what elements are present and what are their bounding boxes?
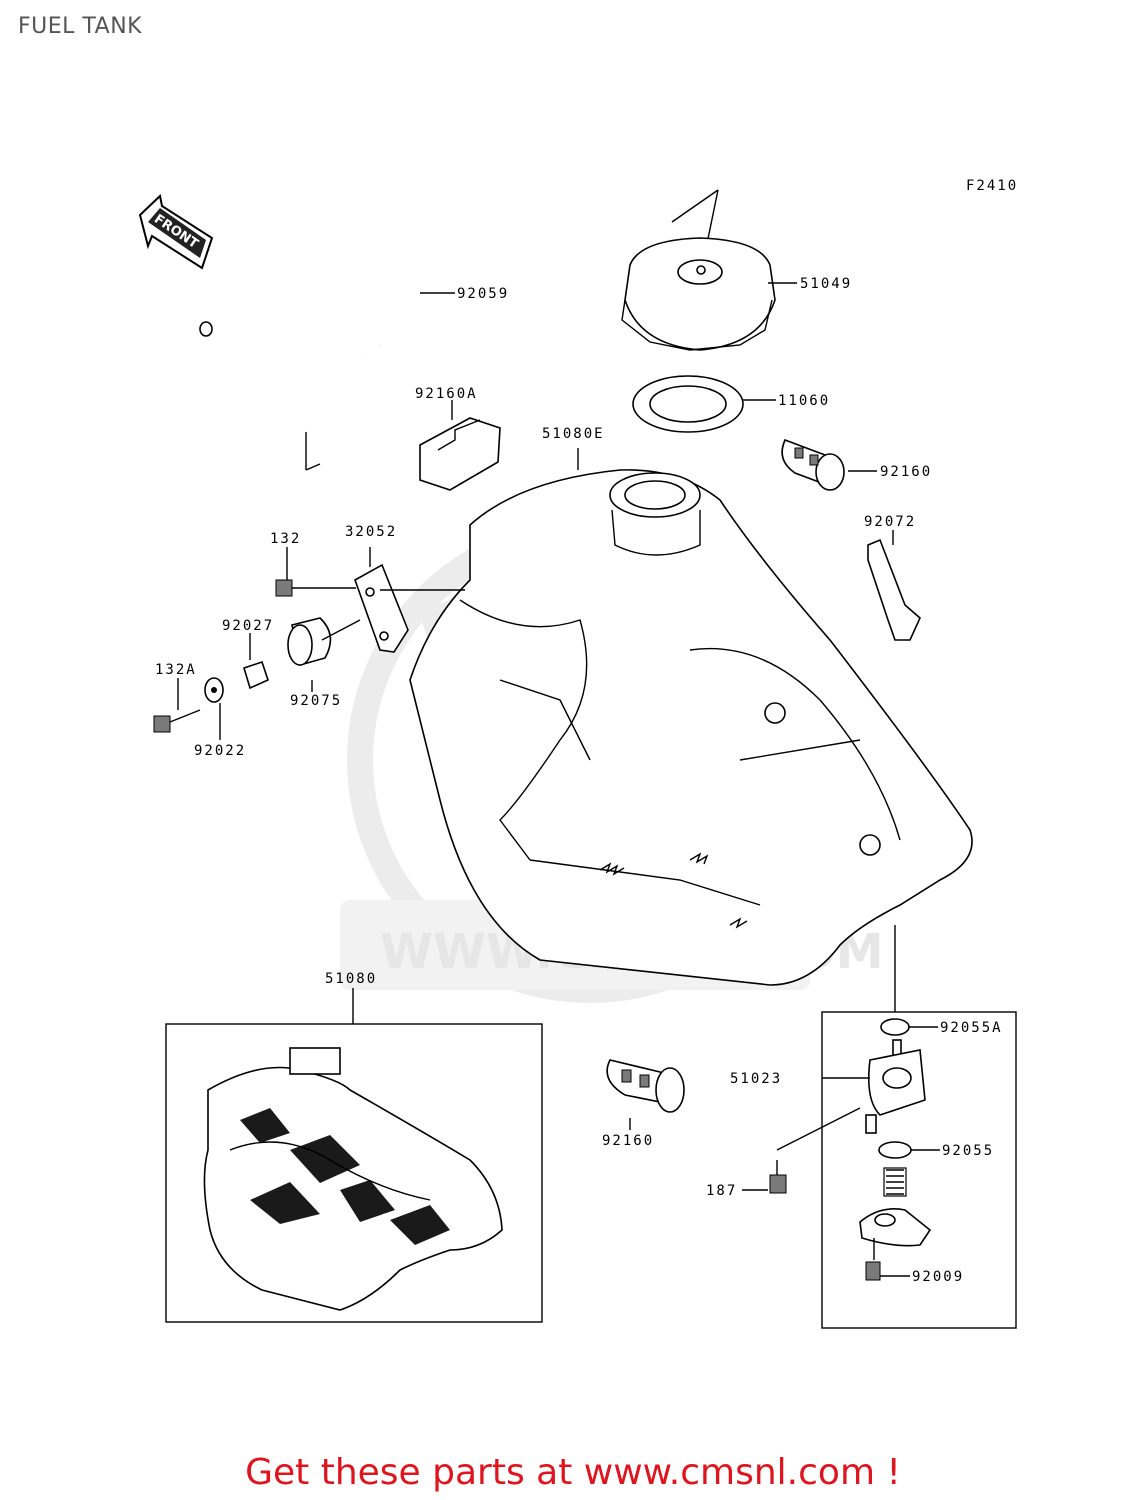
- damper-block: [419, 417, 501, 491]
- strainer-top: [781, 438, 845, 491]
- label-92075: 92075: [290, 693, 342, 709]
- label-51023: 51023: [730, 1071, 782, 1087]
- bolt-132: [275, 547, 356, 597]
- label-132: 132: [270, 531, 301, 547]
- label-11060: 11060: [778, 393, 830, 409]
- fuel-cock: [742, 1018, 940, 1281]
- label-51080E: 51080E: [542, 426, 605, 442]
- fuel-tank-inset: [203, 1047, 503, 1311]
- label-92160-bottom: 92160: [602, 1133, 654, 1149]
- breather-hose: [199, 251, 425, 471]
- label-51080: 51080: [325, 971, 377, 987]
- label-92022: 92022: [194, 743, 246, 759]
- label-92055: 92055: [942, 1143, 994, 1159]
- cap-gasket: [632, 375, 744, 433]
- label-92009: 92009: [912, 1269, 964, 1285]
- label-51049: 51049: [800, 276, 852, 292]
- tank-bracket: [354, 547, 465, 653]
- label-92027: 92027: [222, 618, 274, 634]
- strainer-bottom: [606, 1059, 685, 1130]
- label-187: 187: [706, 1183, 737, 1199]
- shop-link[interactable]: Get these parts at www.cmsnl.com !: [245, 1452, 901, 1493]
- front-arrow-icon: FRONT: [138, 194, 214, 270]
- label-92160-top: 92160: [880, 464, 932, 480]
- fuel-tank-diagram: WWW.CMSNL.COM F2410 FRONT 92059 51049 11…: [138, 178, 1018, 1329]
- tank-inset-box: [165, 1023, 543, 1323]
- page-title: FUEL TANK: [18, 14, 143, 39]
- grommet: [287, 617, 361, 692]
- label-92160A: 92160A: [415, 386, 478, 402]
- label-92059: 92059: [457, 286, 509, 302]
- label-132A: 132A: [155, 662, 197, 678]
- tank-strap: [867, 530, 921, 641]
- bolt-132A: [153, 678, 201, 733]
- figure-code: F2410: [966, 178, 1018, 194]
- fuel-cap: [621, 189, 776, 351]
- label-32052: 32052: [345, 524, 397, 540]
- label-92055A: 92055A: [940, 1020, 1003, 1036]
- fuel-tank: [409, 448, 973, 986]
- washer: [204, 677, 224, 740]
- collar: [243, 633, 269, 690]
- label-92072: 92072: [864, 514, 916, 530]
- fuel-cock-box: [821, 1011, 1017, 1329]
